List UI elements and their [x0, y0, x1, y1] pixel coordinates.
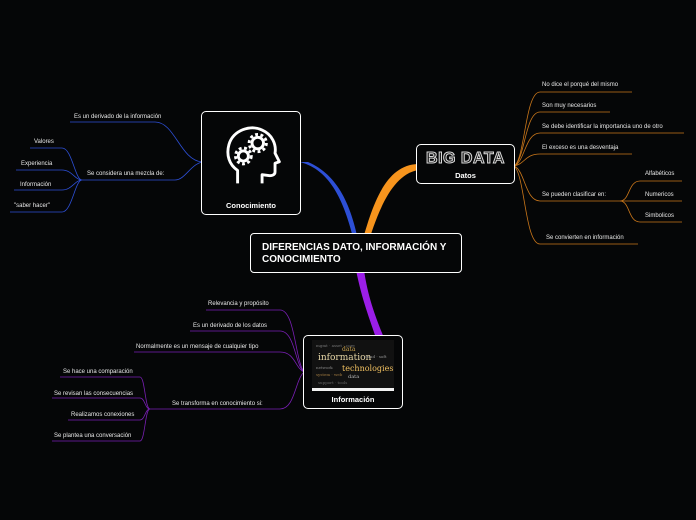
informacion-links	[52, 309, 305, 442]
head-gears-icon	[226, 126, 281, 184]
informacion-derivado[interactable]: Es un derivado de los datos	[193, 323, 268, 329]
informacion-transforma[interactable]: Se transforma en conocimiento si:	[172, 401, 263, 407]
datos-necesarios[interactable]: Son muy necesarios	[542, 103, 597, 109]
datos-numericos[interactable]: Numericos	[645, 192, 674, 198]
datos-alfabeticos[interactable]: Alfabéticos	[645, 171, 675, 177]
conocimiento-saber-hacer[interactable]: "saber hacer"	[14, 203, 50, 209]
central-topic[interactable]: DIFERENCIAS DATO, INFORMACIÓN Y CONOCIMI…	[250, 233, 462, 273]
conocimiento-node[interactable]: Conocimiento	[201, 111, 301, 215]
datos-simbolicos[interactable]: Simbolicos	[645, 213, 675, 219]
datos-label: Datos	[455, 171, 476, 180]
datos-identificar[interactable]: Se debe identificar la importancia uno d…	[542, 124, 663, 130]
conocimiento-experiencia[interactable]: Experiencia	[21, 161, 53, 167]
datos-convierten[interactable]: Se convierten en información	[546, 235, 624, 241]
conocimiento-valores[interactable]: Valores	[34, 139, 54, 145]
datos-exceso[interactable]: El exceso es una desventaja	[542, 145, 619, 151]
informacion-relevancia[interactable]: Relevancia y propósito	[208, 301, 269, 307]
informacion-consecuencias[interactable]: Se revisan las consecuencias	[54, 391, 134, 397]
datos-links	[513, 91, 684, 245]
informacion-conversacion[interactable]: Se plantea una conversación	[54, 433, 132, 439]
big-data-title: BIG DATA	[426, 150, 505, 168]
word-information: information	[318, 353, 372, 363]
datos-clasificar[interactable]: Se pueden clasificar en:	[542, 192, 607, 198]
datos-porque[interactable]: No dice el porqué del mismo	[542, 82, 619, 88]
branch-informacion	[356, 270, 384, 338]
informacion-label: Información	[331, 395, 375, 404]
conocimiento-links	[10, 121, 203, 213]
conocimiento-derivado[interactable]: Es un derivado de la información	[74, 114, 162, 120]
conocimiento-mezcla[interactable]: Se considera una mezcla de:	[87, 171, 165, 177]
word-technologies: technologies	[342, 364, 394, 373]
conocimiento-label: Conocimiento	[226, 201, 276, 210]
word-data: data	[348, 374, 360, 380]
datos-node[interactable]: BIG DATA Datos	[416, 144, 515, 184]
conocimiento-informacion[interactable]: Información	[20, 182, 52, 188]
informacion-mensaje[interactable]: Normalmente es un mensaje de cualquier t…	[136, 344, 259, 350]
word-cloud-image: mgmt · asset · core data information tec…	[312, 340, 394, 391]
informacion-node[interactable]: mgmt · asset · core data information tec…	[303, 335, 403, 409]
informacion-comparacion[interactable]: Se hace una comparación	[63, 369, 133, 375]
informacion-conexiones[interactable]: Realizamos conexiones	[71, 412, 135, 418]
